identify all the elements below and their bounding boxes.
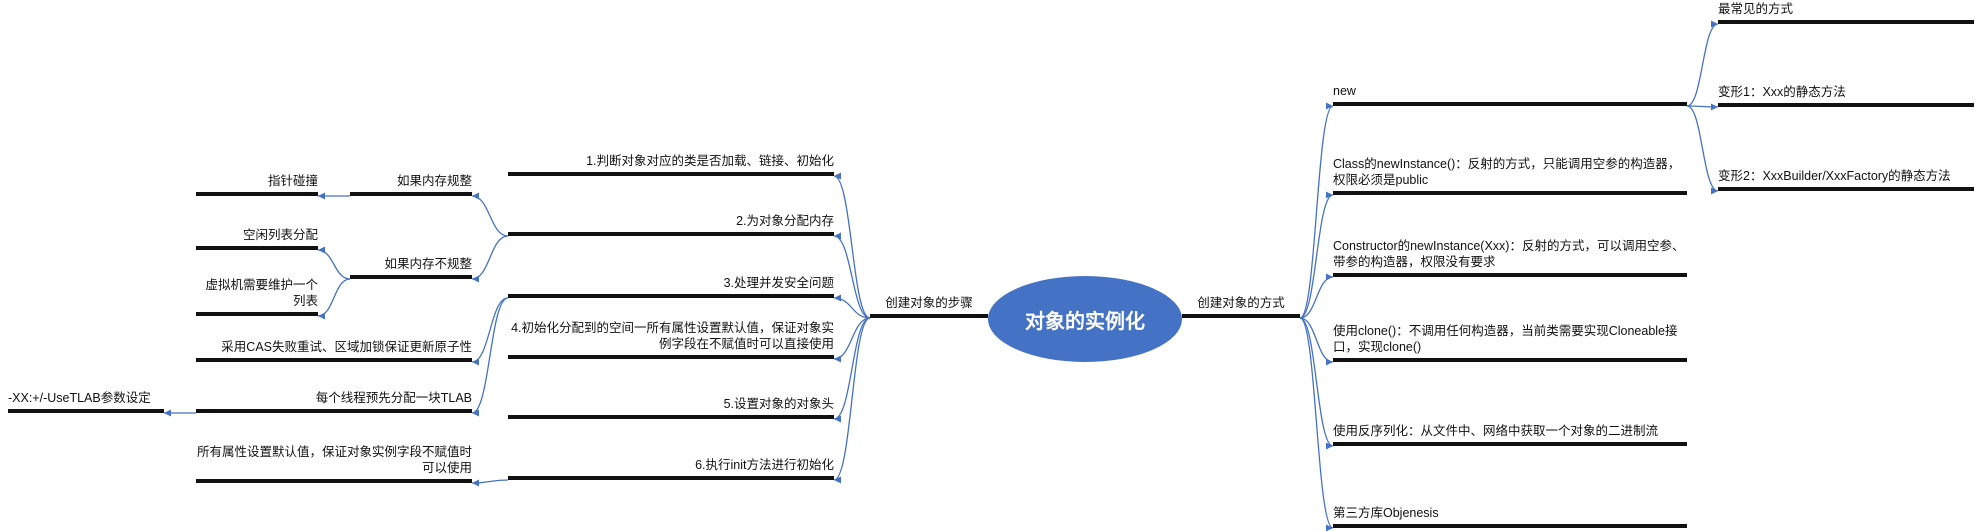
arrow-head-icon bbox=[1326, 442, 1333, 450]
arrow-head-icon bbox=[834, 476, 841, 484]
connector-line bbox=[833, 235, 871, 319]
connector-line bbox=[1299, 317, 1334, 447]
arrow-head-icon bbox=[164, 409, 171, 417]
arrow-head-icon bbox=[1711, 103, 1718, 111]
root-node[interactable]: 对象的实例化 bbox=[988, 276, 1182, 362]
step-1-label: 1.判断对象对应的类是否加载、链接、初始化 bbox=[586, 154, 834, 168]
connector-line bbox=[1299, 105, 1334, 319]
way-constructor-newinstance-label: Constructor的newInstance(Xxx)：反射的方式，可以调用空… bbox=[1333, 239, 1685, 269]
connector-line bbox=[833, 317, 871, 420]
arrow-head-icon bbox=[318, 246, 325, 254]
new-variant-1-label: 变形1：Xxx的静态方法 bbox=[1718, 85, 1846, 99]
arrow-head-icon bbox=[1326, 102, 1333, 110]
connector-line bbox=[471, 297, 509, 414]
cas-retry-label: 采用CAS失败重试、区域加锁保证更新原子性 bbox=[221, 340, 472, 354]
connector-line bbox=[317, 249, 351, 280]
new-common-label: 最常见的方式 bbox=[1718, 2, 1794, 16]
pointer-bump-label: 指针碰撞 bbox=[267, 174, 318, 188]
memory-irregular-label: 如果内存不规整 bbox=[384, 257, 472, 271]
step-6-label: 6.执行init方法进行初始化 bbox=[695, 458, 834, 472]
default-values-label: 所有属性设置默认值，保证对象实例字段不赋值时可以使用 bbox=[196, 445, 472, 475]
arrow-head-icon bbox=[472, 275, 479, 283]
arrow-head-icon bbox=[1326, 524, 1333, 531]
root-label: 对象的实例化 bbox=[1025, 310, 1145, 333]
arrow-head-icon bbox=[472, 409, 479, 417]
step-2-label: 2.为对象分配内存 bbox=[736, 214, 834, 228]
connector-line bbox=[471, 195, 509, 237]
way-clone-label: 使用clone()：不调用任何构造器，当前类需要实现Cloneable接口，实现… bbox=[1333, 324, 1678, 354]
arrow-head-icon bbox=[1326, 273, 1333, 281]
connector-line bbox=[833, 317, 871, 481]
tlab-label: 每个线程预先分配一块TLAB bbox=[315, 391, 472, 405]
connector-line bbox=[471, 235, 509, 280]
connector-line bbox=[1299, 317, 1334, 529]
arrow-head-icon bbox=[472, 358, 479, 366]
tlab-option-label: -XX:+/-UseTLAB参数设定 bbox=[8, 391, 151, 405]
way-objenesis-label: 第三方库Objenesis bbox=[1333, 506, 1439, 520]
branch-steps-label: 创建对象的步骤 bbox=[885, 296, 973, 310]
way-deserialization-label: 使用反序列化：从文件中、网络中获取一个对象的二进制流 bbox=[1333, 424, 1659, 438]
arrow-head-icon bbox=[834, 172, 841, 180]
step-4-label: 4.初始化分配到的空间一所有属性设置默认值，保证对象实例字段在不赋值时可以直接使… bbox=[511, 321, 834, 351]
arrow-head-icon bbox=[318, 312, 325, 320]
free-list-label: 空闲列表分配 bbox=[242, 228, 318, 242]
arrow-head-icon bbox=[1711, 20, 1718, 28]
way-class-newinstance-label: Class的newInstance()：反射的方式，只能调用空参的构造器，权限必… bbox=[1333, 157, 1681, 187]
connector-line bbox=[1686, 23, 1719, 107]
arrow-head-icon bbox=[1326, 191, 1333, 199]
arrow-head-icon bbox=[472, 479, 479, 487]
arrow-head-icon bbox=[318, 192, 325, 200]
maintain-list-label: 虚拟机需要维护一个列表 bbox=[205, 278, 318, 308]
step-3-label: 3.处理并发安全问题 bbox=[723, 276, 834, 290]
memory-regular-label: 如果内存规整 bbox=[396, 174, 472, 188]
arrow-head-icon bbox=[1326, 358, 1333, 366]
connector-line bbox=[833, 175, 871, 319]
arrow-head-icon bbox=[834, 415, 841, 423]
arrow-head-icon bbox=[834, 355, 841, 363]
arrow-head-icon bbox=[834, 232, 841, 240]
connector-line bbox=[1686, 105, 1719, 192]
arrow-head-icon bbox=[472, 192, 479, 200]
arrow-head-icon bbox=[1711, 187, 1718, 195]
step-5-label: 5.设置对象的对象头 bbox=[723, 397, 834, 411]
way-new-label: new bbox=[1333, 84, 1356, 98]
branch-ways-label: 创建对象的方式 bbox=[1197, 296, 1285, 310]
new-variant-2-label: 变形2：XxxBuilder/XxxFactory的静态方法 bbox=[1718, 169, 1951, 183]
connector-line bbox=[317, 278, 351, 317]
connector-line bbox=[1299, 194, 1334, 319]
arrow-head-icon bbox=[834, 294, 841, 302]
